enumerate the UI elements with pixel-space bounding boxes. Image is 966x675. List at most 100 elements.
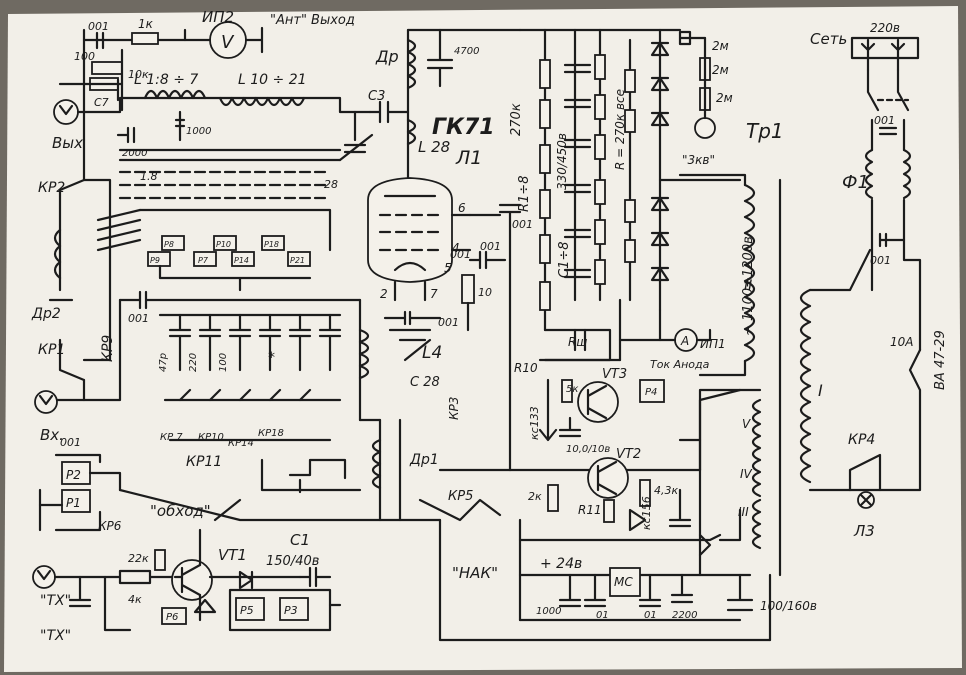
label-r-4k: 4к [128, 593, 142, 606]
label-dr1: Др1 [409, 452, 439, 468]
pi-network-coils [76, 89, 374, 200]
label-r-2k: 2к [528, 490, 542, 503]
label-r-sh: Rш [568, 335, 587, 349]
label-p2: P2 [66, 468, 81, 482]
label-winding-ii: ~ 1100÷1200в [741, 236, 756, 336]
label-v220: 220в [870, 21, 900, 35]
label-c-10-10: 10,0/10в [566, 444, 610, 455]
label-tube-name: ГК71 [432, 115, 495, 140]
label-pin5: 5 [444, 261, 452, 275]
label-vyh: Вых [52, 134, 83, 152]
label-r-10: 10 [478, 286, 492, 299]
label-dr2: Др2 [31, 306, 61, 322]
relay-p18-icon [261, 235, 285, 251]
label-kr3: КР3 [447, 397, 461, 420]
label-l28: L 28 [418, 138, 450, 156]
label-star: * [268, 350, 275, 366]
transformer-tr1 [678, 173, 872, 577]
label-c-range: C1÷8 [557, 241, 572, 278]
label-c-100: 100 [218, 353, 229, 372]
label-p9: P9 [150, 256, 160, 265]
label-c-2000: 2000 [122, 148, 147, 159]
label-r-range: R1÷8 [517, 176, 532, 212]
label-tap-28: 28 [324, 178, 338, 191]
label-kr6: КР6 [98, 519, 122, 533]
transistor-vt2-icon [587, 457, 629, 499]
label-meter-ip2: ИП2 [202, 8, 234, 26]
label-c-100-160: 100/160в [760, 599, 817, 613]
label-tx2: "TX" [40, 628, 71, 644]
label-pin2: 2 [380, 287, 388, 301]
relay-p7-icon [193, 251, 217, 267]
label-c-220: 220 [188, 353, 199, 372]
label-c-1000b: 1000 [536, 606, 561, 617]
label-p3: P3 [284, 604, 298, 617]
label-vh: Вх. [40, 426, 64, 444]
label-kc156: кс156 [640, 496, 653, 530]
label-c1: C1 [290, 531, 310, 549]
relay-p10-icon [213, 235, 237, 251]
label-roman-i: I [818, 381, 823, 400]
hv-capacitor-ladder [518, 28, 682, 362]
svg-text:A: A [680, 334, 689, 348]
label-c-47p: 47р [158, 353, 169, 372]
label-c-001-b: 001 [480, 240, 501, 253]
label-plus24: + 24в [540, 556, 582, 572]
label-set: Сеть [810, 30, 847, 48]
label-p14: P14 [234, 256, 249, 265]
label-kr9: КР9 [100, 335, 116, 362]
label-pin6: 6 [458, 201, 466, 215]
label-r-43k: 4,3к [654, 484, 678, 497]
label-choke-dr: Др [375, 47, 399, 66]
label-r-22k: 22к [128, 552, 149, 565]
transistor-vt3-icon [577, 381, 619, 423]
label-p10: P10 [216, 240, 231, 249]
label-p21: P21 [290, 256, 305, 265]
label-r10: R10 [514, 361, 538, 375]
bypass-relays [38, 453, 772, 642]
tube-gk71-icon [367, 177, 472, 302]
label-r-2m-1: 2м [712, 39, 729, 53]
tx-jack-icon [32, 565, 56, 589]
label-bypass: "обход" [150, 502, 211, 520]
label-r-1k: 1к [138, 17, 154, 31]
label-c-001-top: 001 [88, 20, 109, 33]
label-fuse-10a: 10А [890, 335, 913, 349]
output-jack-icon [53, 99, 79, 125]
label-vt1: VT1 [218, 546, 247, 564]
label-ant-out: "Ант" Выход [270, 13, 355, 28]
label-kr11: КР11 [186, 454, 222, 470]
tx-control-circuit [32, 528, 342, 632]
label-p5: P5 [240, 604, 254, 617]
label-c-2200: 2200 [672, 610, 697, 621]
anode-meter: A [618, 308, 712, 352]
label-c-001-a: 001 [512, 218, 533, 231]
label-p1: P1 [66, 496, 81, 510]
label-c-001-e: 001 [128, 312, 149, 325]
label-anode-current: Ток Анода [650, 358, 710, 371]
label-l4: L4 [422, 343, 442, 363]
label-c1-val: 150/40в [266, 554, 319, 569]
relay-p3-icon [279, 597, 309, 621]
label-p18: P18 [264, 240, 279, 249]
antenna-relay-section [48, 138, 142, 402]
input-jack-icon [34, 390, 58, 414]
label-p7: P7 [198, 256, 209, 265]
svg-text:V: V [221, 32, 235, 53]
label-r-10k: 10к [128, 68, 149, 81]
label-roman-iii: III [738, 505, 749, 519]
label-roman-ii: II [744, 278, 752, 294]
label-c-001-c: 001 [450, 248, 471, 261]
label-r-5k: 5к [566, 384, 578, 395]
band-relays [138, 208, 332, 292]
relay-p14-icon [231, 251, 255, 267]
label-roman-iv: IV [740, 467, 753, 481]
label-c3: C3 [368, 89, 385, 104]
label-c-01b: 01 [644, 610, 657, 621]
input-tuned-circuit [118, 290, 442, 522]
label-vt2: VT2 [616, 447, 641, 462]
label-r-2m-2: 2м [712, 63, 729, 77]
label-mc: МС [614, 575, 633, 589]
label-nak: "НАК" [452, 564, 498, 582]
